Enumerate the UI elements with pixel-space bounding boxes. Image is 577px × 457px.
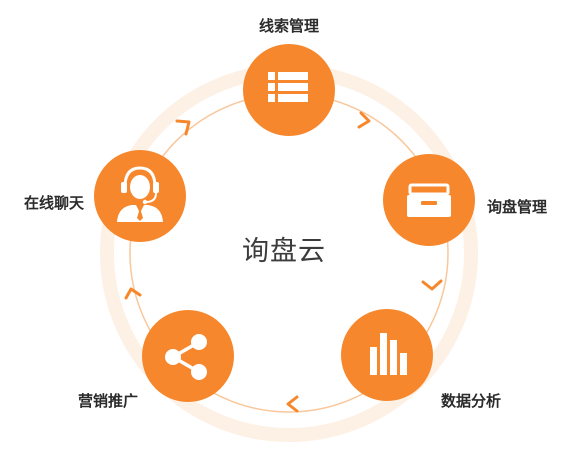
- node-leads-label: 线索管理: [259, 17, 319, 35]
- node-analytics[interactable]: 数据分析: [341, 309, 501, 410]
- inbox-tray-icon: [407, 183, 451, 217]
- headset-agent-icon: [117, 166, 163, 222]
- node-marketing-circle: [142, 310, 234, 402]
- list-table-icon: [268, 72, 308, 102]
- node-chat[interactable]: 在线聊天: [24, 150, 186, 242]
- bar-chart-icon: [370, 333, 407, 375]
- node-marketing[interactable]: 营销推广: [78, 310, 234, 410]
- arrow-inquiry-to-analytics: [421, 279, 443, 291]
- share-icon: [165, 334, 207, 380]
- arrow-leads-to-inquiry: [357, 111, 371, 129]
- node-inquiry[interactable]: 询盘管理: [383, 154, 547, 246]
- flow-arrows: [124, 111, 443, 413]
- center-label: 询盘云: [242, 236, 326, 267]
- node-chat-label: 在线聊天: [24, 194, 85, 212]
- node-marketing-label: 营销推广: [78, 392, 138, 410]
- node-analytics-label: 数据分析: [441, 392, 501, 410]
- arrow-chat-to-leads: [175, 119, 191, 136]
- arrow-marketing-to-chat: [124, 287, 142, 300]
- arrow-analytics-to-marketing: [286, 395, 299, 413]
- node-leads[interactable]: 线索管理: [243, 17, 335, 136]
- node-inquiry-label: 询盘管理: [487, 198, 547, 216]
